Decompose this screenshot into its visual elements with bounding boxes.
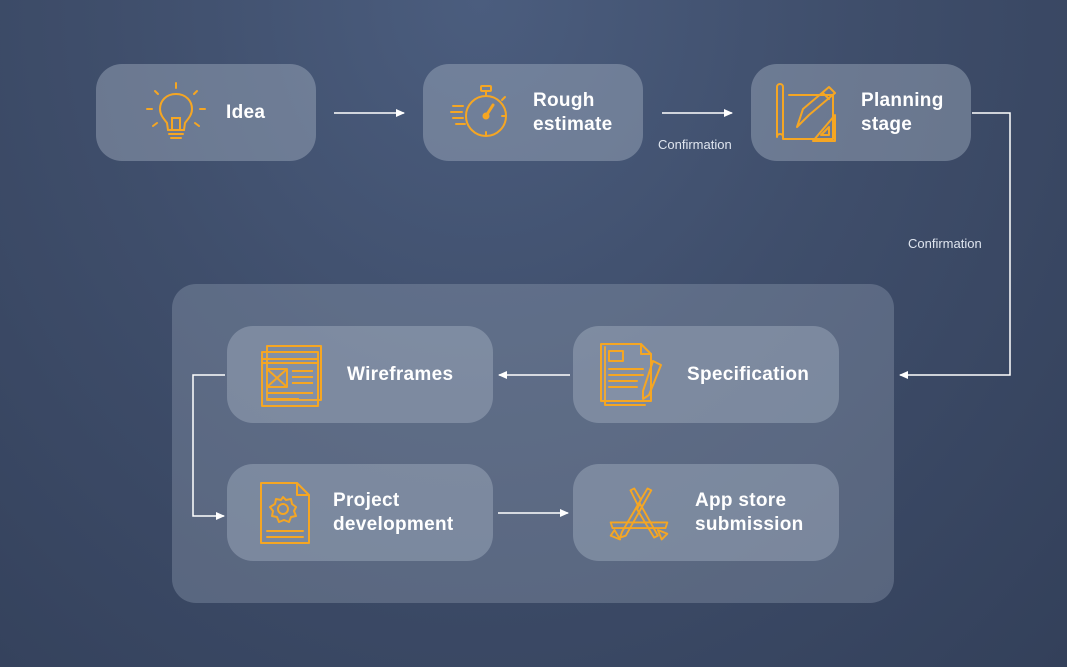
document-icon: [597, 341, 665, 409]
node-label: Specification: [687, 363, 810, 385]
node-label: Project development: [333, 489, 454, 535]
wireframe-icon: [259, 341, 327, 409]
node-project-development: Project development: [227, 464, 493, 561]
edge-label-confirmation: Confirmation: [908, 236, 982, 251]
node-wireframes: Wireframes: [227, 326, 493, 423]
node-label: Planning stage: [861, 89, 944, 135]
edge-label-confirmation: Confirmation: [658, 137, 732, 152]
node-rough-estimate: Rough estimate: [423, 64, 643, 161]
node-label: Rough estimate: [533, 89, 613, 135]
node-idea: Idea: [96, 64, 316, 161]
node-label: Idea: [226, 101, 266, 123]
node-label: Wireframes: [347, 363, 454, 385]
app-store-icon: [605, 479, 673, 547]
node-specification: Specification: [573, 326, 839, 423]
node-planning-stage: Planning stage: [751, 64, 971, 161]
development-phase-group: [172, 284, 894, 603]
node-app-store-submission: App store submission: [573, 464, 839, 561]
blueprint-pencil-icon: [773, 79, 841, 147]
node-label: App store submission: [695, 489, 804, 535]
lightbulb-icon: [142, 79, 210, 147]
stopwatch-icon: [449, 79, 517, 147]
document-gear-icon: [251, 479, 319, 547]
